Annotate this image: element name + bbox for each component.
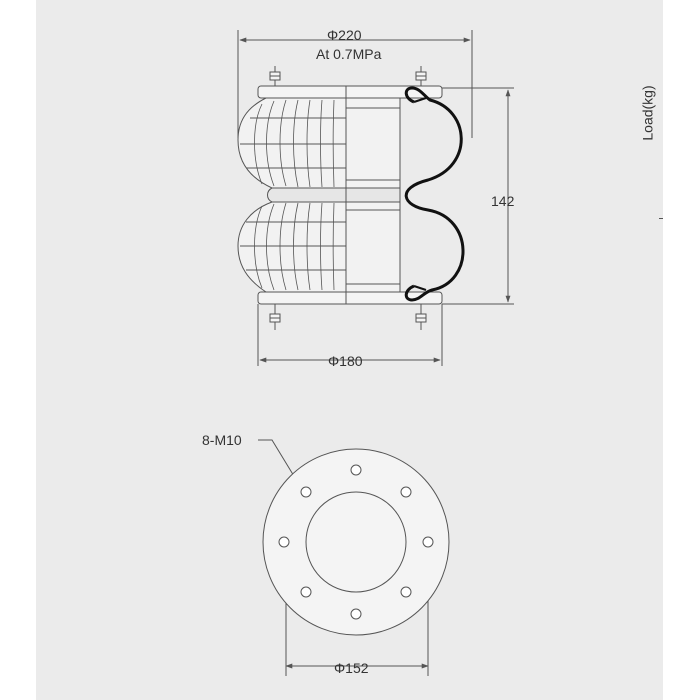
section-profile: [404, 86, 465, 302]
inner-bore: [305, 491, 407, 593]
bottom-stud-right: [415, 304, 427, 330]
height-label: 142: [491, 193, 515, 209]
bolt-hole: [350, 464, 362, 476]
bolt-hole: [278, 536, 290, 548]
upper-ribs: [254, 99, 335, 188]
bolt-leader: [258, 439, 301, 487]
bolt-circle-label: Φ152: [334, 660, 369, 676]
bolt-hole: [300, 486, 312, 498]
bottom-plate: [257, 291, 443, 305]
bottom-stud-left: [269, 304, 281, 330]
side-view: [237, 30, 514, 366]
plan-view: [262, 448, 450, 636]
top-diameter-label: Φ220: [327, 27, 362, 43]
girdle-ring: [267, 187, 401, 203]
bottom-diameter-label: Φ180: [328, 353, 363, 369]
top-stud-right: [415, 66, 427, 86]
axis-tick: [659, 218, 663, 219]
dimension-lines: [239, 37, 511, 676]
y-axis-label: Load(kg): [639, 85, 656, 141]
bolt-hole: [400, 486, 412, 498]
pressure-label: At 0.7MPa: [316, 46, 382, 62]
bolt-hole: [422, 536, 434, 548]
top-stud-left: [269, 66, 281, 86]
bolt-hole: [300, 586, 312, 598]
bolt-hole: [400, 586, 412, 598]
upper-bellow: [237, 97, 401, 189]
bolt-hole: [350, 608, 362, 620]
bolt-holes: [278, 464, 434, 620]
lower-ribs: [254, 202, 335, 291]
bolt-spec-label: 8-M10: [202, 432, 242, 448]
lower-bellow: [237, 201, 401, 293]
